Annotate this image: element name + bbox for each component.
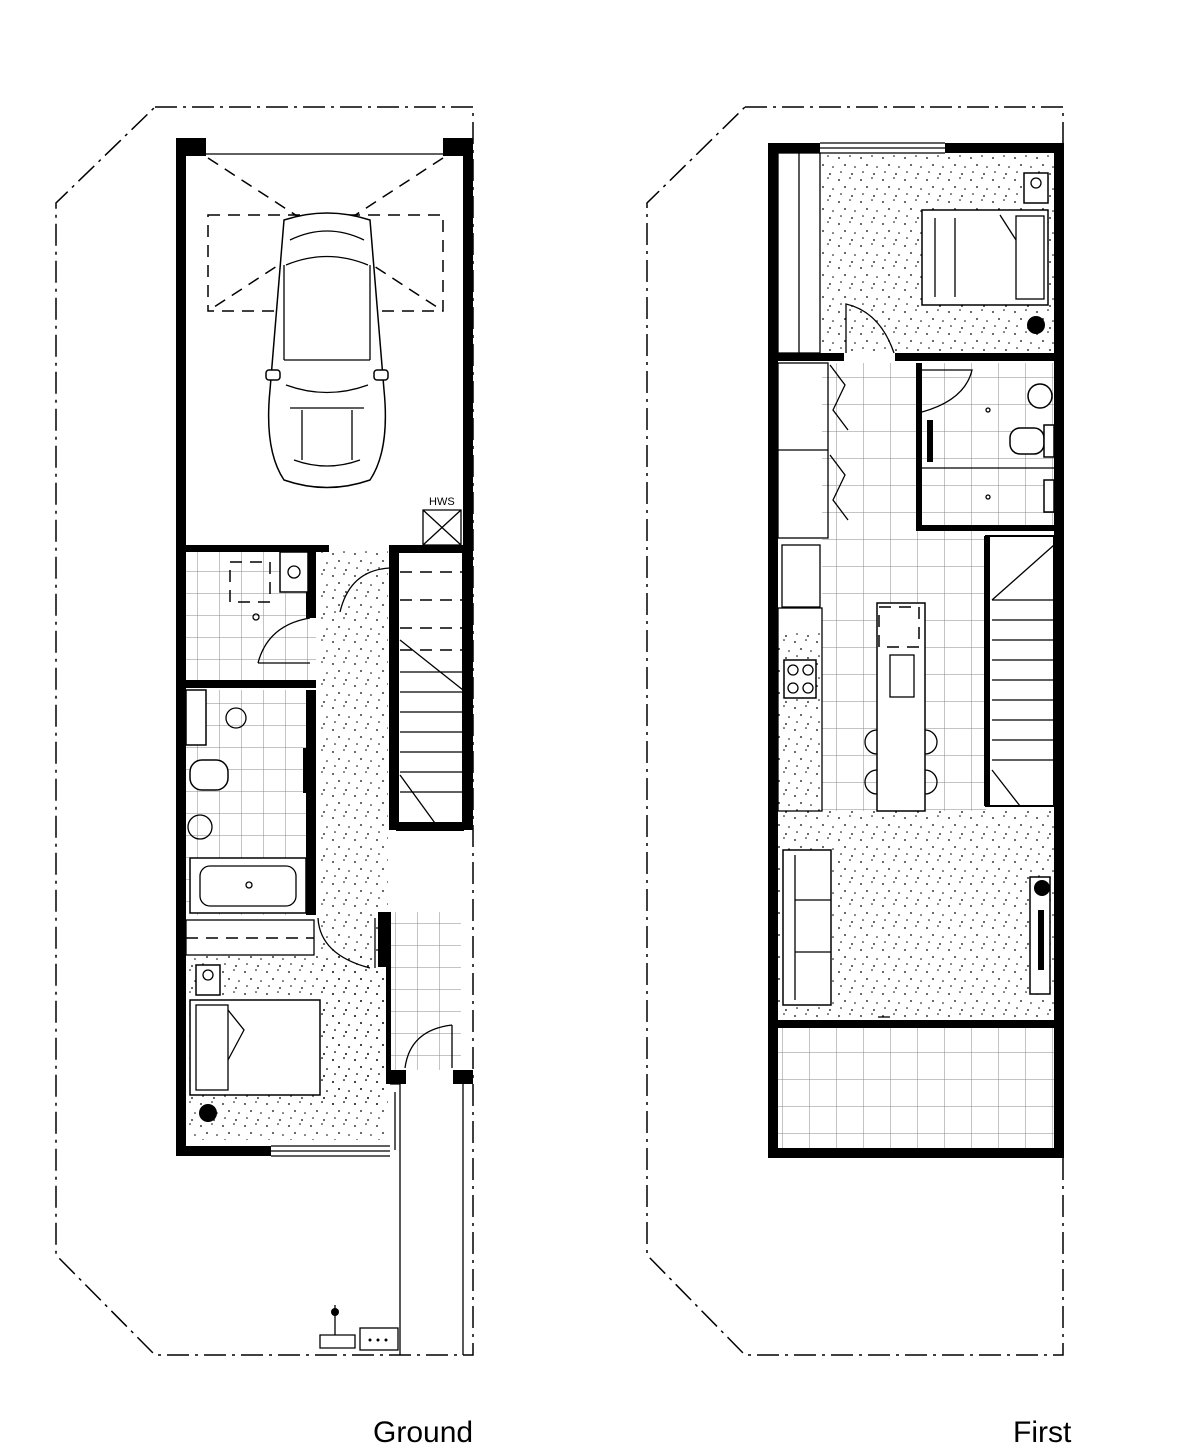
ground-hws-label: HWS [429, 496, 455, 508]
ground-path [390, 1083, 464, 1355]
ground-bathtub [189, 857, 307, 914]
first-stair-treads [991, 544, 1055, 807]
ground-bed [189, 999, 321, 1096]
ground-floor-waste-box [229, 561, 271, 603]
first-bench-floor [778, 632, 820, 811]
first-bedroom-door-swing [845, 303, 895, 354]
floor-plan-drawing: HWS [55, 106, 1064, 1356]
ground-wall-right [463, 138, 473, 830]
first-fridge [781, 544, 821, 608]
ground-plant-icon [199, 1104, 217, 1122]
ground-entry-floor [389, 912, 461, 1070]
ground-wall-bottom [176, 1146, 271, 1156]
ground-front-door-swing [404, 1024, 453, 1069]
first-wall-left [768, 143, 778, 1158]
ground-toilet [189, 759, 229, 791]
first-ensuite-door-swing [921, 369, 973, 413]
first-pantry-bifold [829, 364, 849, 521]
ground-basin2-icon [187, 814, 213, 840]
ground-vanity [185, 689, 207, 746]
first-ensuite-basin [1027, 383, 1053, 409]
first-window-top [820, 142, 945, 154]
ground-laundry-wall-bottom [186, 680, 316, 688]
first-floor-label: First [1013, 1416, 1072, 1449]
ground-stair-treads [399, 571, 464, 831]
first-stair-outline [985, 535, 1055, 807]
ground-garage-back-wall [186, 545, 329, 552]
ground-stair-outline [396, 551, 464, 831]
first-living-plant-icon [1034, 880, 1050, 896]
first-plant-icon [1027, 316, 1045, 334]
ground-laundry-sink [279, 551, 309, 593]
first-stools [864, 729, 938, 795]
ground-window-bottom [271, 1145, 390, 1157]
first-balcony-floor [778, 1028, 1054, 1148]
first-floor-plan [646, 106, 1064, 1356]
ground-stair-wall-top [389, 545, 473, 552]
first-wall-top [768, 143, 820, 153]
first-wall-right [1054, 143, 1064, 1158]
meter-icon [319, 1305, 399, 1351]
ground-stair-door-swing [339, 567, 391, 613]
first-island-sink [889, 654, 915, 698]
car-icon [265, 212, 389, 489]
ground-basin-icon [225, 707, 247, 729]
first-sofa [782, 849, 832, 1006]
ground-hall-door-swing [317, 917, 376, 969]
ground-bath-wall [306, 690, 316, 915]
ground-column-right [443, 138, 473, 156]
ground-site-boundary [55, 106, 474, 1356]
ground-laundry-wall [306, 550, 316, 618]
first-site-boundary [646, 106, 1064, 1356]
first-bed [921, 209, 1049, 306]
ground-wall-left [176, 138, 186, 1156]
ground-floor-label: Ground [373, 1416, 474, 1449]
ground-sink-box [422, 509, 462, 546]
first-ensuite-toilet [1009, 427, 1045, 455]
first-bench [777, 607, 823, 812]
ground-column-left [176, 138, 206, 156]
first-island [876, 602, 926, 812]
ground-floor-plan: HWS [55, 106, 474, 1356]
ground-laundry-door-swing [257, 617, 311, 664]
